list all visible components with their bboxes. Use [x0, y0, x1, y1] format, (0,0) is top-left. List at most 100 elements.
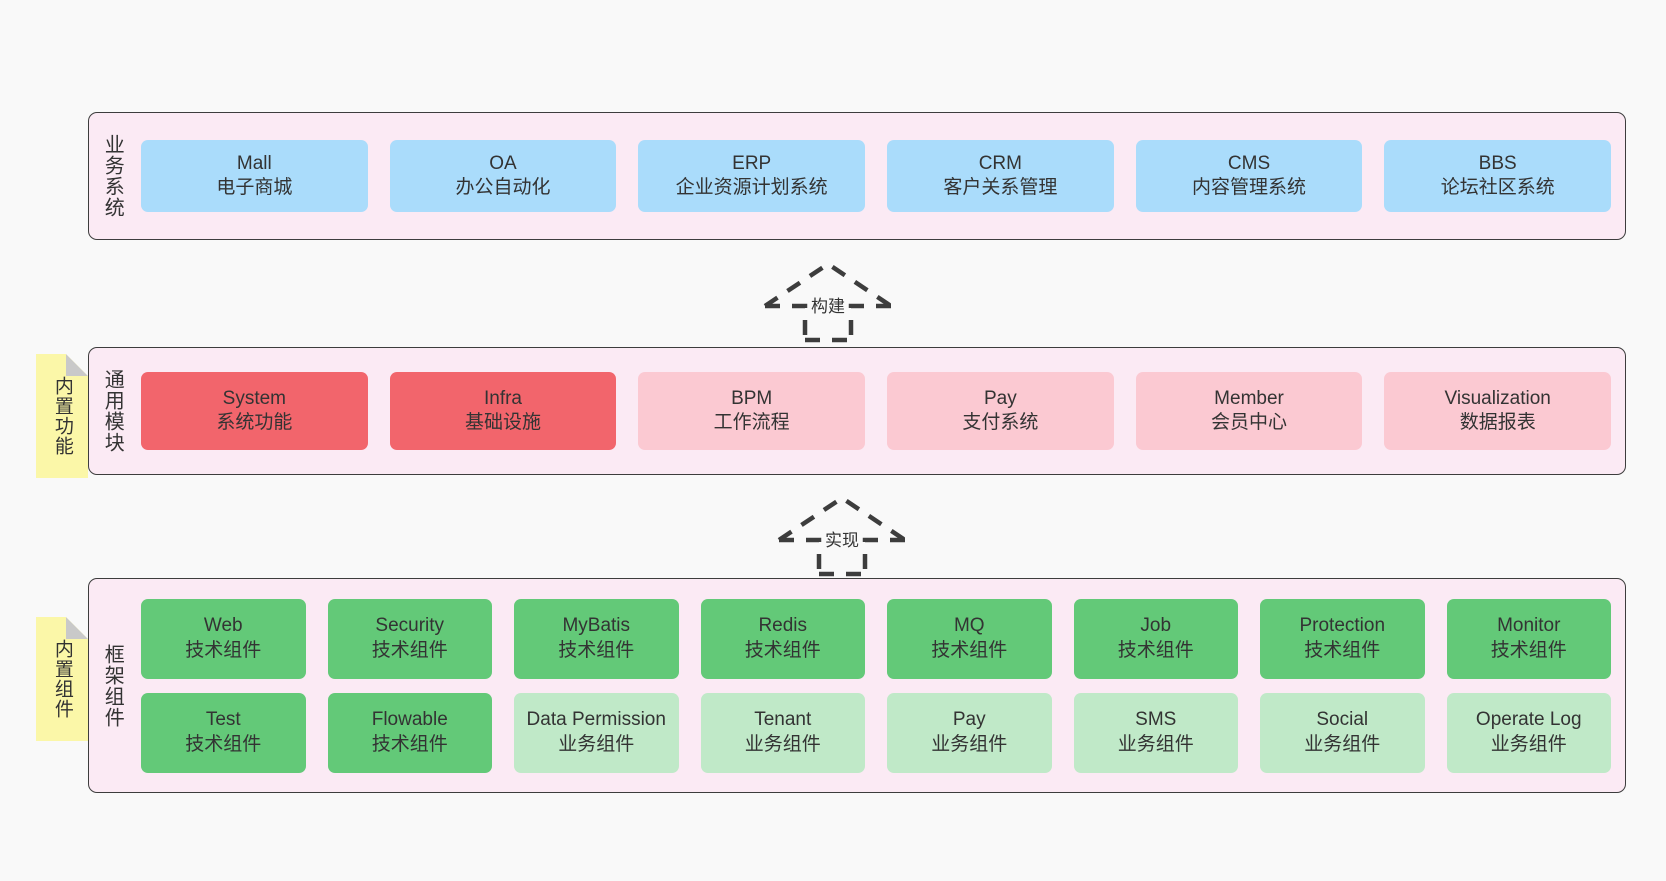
- layer-business-system-row: Mall 电子商城 OA 办公自动化 ERP 企业资源计划系统 CRM 客户关系…: [141, 140, 1612, 212]
- module-card-pay-business[interactable]: Pay 业务组件: [887, 692, 1052, 773]
- layer-common-module-title: 通用模块: [101, 369, 124, 453]
- module-card-social[interactable]: Social 业务组件: [1260, 692, 1425, 773]
- module-card-title: CMS: [1227, 152, 1271, 174]
- module-card-subtitle: 业务组件: [931, 733, 1008, 755]
- module-card-title: Social: [1316, 709, 1369, 731]
- layer-business-system: 业务系统 Mall 电子商城 OA 办公自动化 ERP 企业资源计划系统 CRM…: [88, 112, 1626, 240]
- module-card-job[interactable]: Job 技术组件: [1073, 598, 1238, 679]
- sticky-note-label: 内置组件: [51, 639, 73, 719]
- module-card-web[interactable]: Web 技术组件: [141, 598, 306, 679]
- module-card-title: Tenant: [754, 709, 812, 731]
- module-card-test[interactable]: Test 技术组件: [141, 692, 306, 773]
- module-card-title: System: [222, 387, 287, 409]
- module-card-sms[interactable]: SMS 业务组件: [1073, 692, 1238, 773]
- module-card-member[interactable]: Member 会员中心: [1135, 372, 1363, 450]
- module-card-title: BPM: [731, 387, 773, 409]
- module-card-subtitle: 业务组件: [558, 733, 635, 755]
- module-card-title: Monitor: [1497, 615, 1561, 637]
- module-card-subtitle: 会员中心: [1211, 412, 1288, 433]
- module-card-subtitle: 论坛社区系统: [1440, 177, 1555, 198]
- module-card-subtitle: 技术组件: [371, 733, 448, 755]
- module-card-title: MyBatis: [562, 615, 631, 637]
- module-card-pay[interactable]: Pay 支付系统: [887, 372, 1114, 450]
- module-card-subtitle: 业务组件: [744, 733, 821, 755]
- module-card-subtitle: 技术组件: [371, 639, 448, 661]
- module-card-subtitle: 系统功能: [216, 412, 293, 433]
- module-card-title: Mall: [236, 152, 272, 174]
- sticky-note-builtin-features: 内置功能: [36, 354, 88, 478]
- module-card-title: Pay: [952, 709, 986, 731]
- note-fold-corner-icon: [66, 617, 88, 639]
- arrow-implement-label: 实现: [823, 526, 861, 551]
- module-card-subtitle: 业务组件: [1117, 733, 1194, 755]
- module-card-title: BBS: [1478, 152, 1517, 174]
- module-card-subtitle: 技术组件: [1304, 639, 1381, 661]
- module-card-title: Redis: [758, 615, 808, 637]
- module-card-title: Pay: [983, 387, 1017, 409]
- module-card-title: CRM: [978, 152, 1022, 174]
- module-card-mq[interactable]: MQ 技术组件: [887, 598, 1052, 679]
- module-card-title: Job: [1140, 615, 1172, 637]
- module-card-security[interactable]: Security 技术组件: [327, 598, 492, 679]
- module-card-bbs[interactable]: BBS 论坛社区系统: [1384, 140, 1612, 212]
- module-card-visualization[interactable]: Visualization 数据报表: [1384, 372, 1612, 450]
- module-card-monitor[interactable]: Monitor 技术组件: [1446, 598, 1611, 679]
- layer-framework-row-tech: Web 技术组件 Security 技术组件 MyBatis 技术组件 Redi…: [141, 598, 1611, 679]
- module-card-mall[interactable]: Mall 电子商城: [141, 140, 368, 212]
- module-card-bpm[interactable]: BPM 工作流程: [638, 372, 866, 450]
- module-card-subtitle: 企业资源计划系统: [675, 177, 828, 198]
- module-card-title: Security: [375, 615, 445, 637]
- module-card-subtitle: 业务组件: [1304, 733, 1381, 755]
- module-card-flowable[interactable]: Flowable 技术组件: [327, 692, 492, 773]
- layer-common-module-body: System 系统功能 Infra 基础设施 BPM 工作流程 Pay 支付系统…: [135, 348, 1625, 474]
- module-card-subtitle: 技术组件: [744, 639, 821, 661]
- sticky-note-builtin-components: 内置组件: [36, 617, 88, 741]
- layer-framework-component-body: Web 技术组件 Security 技术组件 MyBatis 技术组件 Redi…: [135, 579, 1625, 792]
- module-card-title: ERP: [732, 152, 772, 174]
- module-card-subtitle: 技术组件: [931, 639, 1008, 661]
- module-card-subtitle: 技术组件: [185, 639, 262, 661]
- module-card-title: Flowable: [371, 709, 448, 731]
- layer-common-module: 通用模块 System 系统功能 Infra 基础设施 BPM 工作流程 Pay…: [88, 347, 1626, 475]
- sticky-note-label: 内置功能: [51, 376, 73, 456]
- layer-business-system-title: 业务系统: [101, 134, 124, 218]
- module-card-title: Test: [205, 709, 241, 731]
- module-card-title: Web: [203, 615, 243, 637]
- layer-business-system-body: Mall 电子商城 OA 办公自动化 ERP 企业资源计划系统 CRM 客户关系…: [135, 113, 1625, 239]
- module-card-subtitle: 电子商城: [216, 177, 293, 198]
- layer-framework-component-title: 框架组件: [101, 643, 124, 728]
- arrow-build-label: 构建: [809, 292, 847, 317]
- module-card-protection[interactable]: Protection 技术组件: [1260, 598, 1425, 679]
- module-card-title: OA: [489, 152, 517, 174]
- module-card-mybatis[interactable]: MyBatis 技术组件: [514, 598, 679, 679]
- module-card-subtitle: 客户关系管理: [943, 177, 1058, 198]
- module-card-title: Operate Log: [1475, 709, 1582, 731]
- layer-framework-component: 框架组件 Web 技术组件 Security 技术组件 MyBatis 技术组件…: [88, 578, 1626, 793]
- module-card-subtitle: 工作流程: [713, 412, 790, 433]
- module-card-subtitle: 技术组件: [558, 639, 635, 661]
- arrow-build: 构建: [757, 258, 899, 343]
- module-card-operate-log[interactable]: Operate Log 业务组件: [1446, 692, 1611, 773]
- module-card-oa[interactable]: OA 办公自动化: [389, 140, 617, 212]
- module-card-infra[interactable]: Infra 基础设施: [389, 372, 617, 450]
- module-card-crm[interactable]: CRM 客户关系管理: [887, 140, 1114, 212]
- module-card-system[interactable]: System 系统功能: [141, 372, 368, 450]
- module-card-subtitle: 基础设施: [465, 412, 542, 433]
- module-card-cms[interactable]: CMS 内容管理系统: [1135, 140, 1363, 212]
- module-card-title: MQ: [953, 615, 985, 637]
- module-card-data-permission[interactable]: Data Permission 业务组件: [514, 692, 679, 773]
- module-card-subtitle: 业务组件: [1490, 733, 1567, 755]
- module-card-redis[interactable]: Redis 技术组件: [700, 598, 865, 679]
- layer-common-module-row: System 系统功能 Infra 基础设施 BPM 工作流程 Pay 支付系统…: [141, 372, 1612, 450]
- module-card-title: SMS: [1135, 709, 1177, 731]
- module-card-erp[interactable]: ERP 企业资源计划系统: [638, 140, 866, 212]
- module-card-tenant[interactable]: Tenant 业务组件: [700, 692, 865, 773]
- module-card-title: Visualization: [1444, 387, 1551, 409]
- module-card-subtitle: 技术组件: [185, 733, 262, 755]
- note-fold-corner-icon: [66, 354, 88, 376]
- module-card-subtitle: 技术组件: [1490, 639, 1567, 661]
- module-card-subtitle: 内容管理系统: [1192, 177, 1307, 198]
- module-card-title: Data Permission: [526, 709, 666, 731]
- layer-framework-row-business: Test 技术组件 Flowable 技术组件 Data Permission …: [141, 692, 1611, 773]
